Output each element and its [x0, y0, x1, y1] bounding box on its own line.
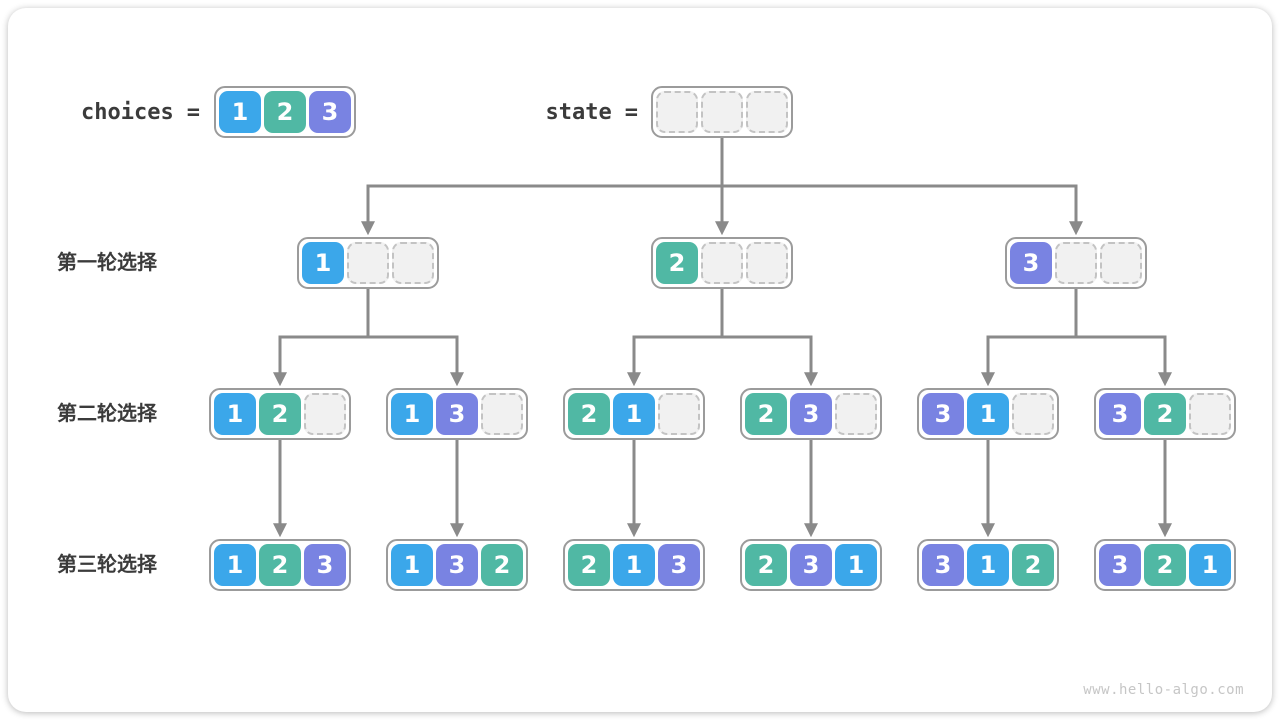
cell-value-1: 1 [302, 242, 344, 284]
cell-value-3: 3 [790, 544, 832, 586]
cell-value-3: 3 [304, 544, 346, 586]
cell-empty [701, 91, 743, 133]
cell-value-2: 2 [259, 393, 301, 435]
site-watermark: www.hello-algo.com [1083, 682, 1244, 698]
round-2-label: 第二轮选择 [57, 403, 157, 425]
cell-value-1: 1 [391, 393, 433, 435]
round-1-label: 第一轮选择 [57, 252, 157, 274]
cell-empty [304, 393, 346, 435]
cell-value-3: 3 [436, 393, 478, 435]
state-node-r1-1: 1 [297, 237, 439, 289]
choices-equals-sign: = [186, 99, 200, 125]
cell-value-1: 1 [967, 393, 1009, 435]
cell-value-2: 2 [568, 544, 610, 586]
cell-value-3: 3 [1099, 544, 1141, 586]
state-equals-sign: = [624, 99, 638, 125]
cell-value-2: 2 [656, 242, 698, 284]
cell-value-2: 2 [1144, 544, 1186, 586]
cell-empty [835, 393, 877, 435]
cell-value-2: 2 [1012, 544, 1054, 586]
cell-value-1: 1 [613, 544, 655, 586]
cell-value-1: 1 [214, 544, 256, 586]
cell-value-3: 3 [436, 544, 478, 586]
cell-value-3: 3 [309, 91, 351, 133]
cell-empty [1100, 242, 1142, 284]
cell-empty [392, 242, 434, 284]
cell-value-2: 2 [568, 393, 610, 435]
cell-empty [347, 242, 389, 284]
state-node-r1-2: 2 [651, 237, 793, 289]
cell-value-2: 2 [481, 544, 523, 586]
cell-value-1: 1 [1189, 544, 1231, 586]
cell-value-3: 3 [922, 393, 964, 435]
cell-empty [746, 91, 788, 133]
choices-text: choices [81, 99, 174, 125]
state-array [651, 86, 793, 138]
cell-value-1: 1 [967, 544, 1009, 586]
cell-value-3: 3 [658, 544, 700, 586]
cell-value-1: 1 [219, 91, 261, 133]
state-node-r1-3: 3 [1005, 237, 1147, 289]
cell-value-1: 1 [391, 544, 433, 586]
cell-value-3: 3 [790, 393, 832, 435]
cell-value-1: 1 [214, 393, 256, 435]
cell-empty [1189, 393, 1231, 435]
cell-value-2: 2 [745, 393, 787, 435]
cell-value-1: 1 [613, 393, 655, 435]
cell-value-2: 2 [1144, 393, 1186, 435]
round-3-label: 第三轮选择 [57, 554, 157, 576]
cell-empty [701, 242, 743, 284]
cell-value-1: 1 [835, 544, 877, 586]
cell-value-2: 2 [264, 91, 306, 133]
cell-value-2: 2 [259, 544, 301, 586]
cell-value-3: 3 [1099, 393, 1141, 435]
cell-empty [1012, 393, 1054, 435]
cell-value-3: 3 [1010, 242, 1052, 284]
cell-empty [658, 393, 700, 435]
cell-empty [656, 91, 698, 133]
state-label: state = [470, 86, 638, 138]
cell-value-3: 3 [922, 544, 964, 586]
cell-empty [746, 242, 788, 284]
choices-label: choices = [40, 86, 200, 138]
cell-empty [1055, 242, 1097, 284]
cell-value-2: 2 [745, 544, 787, 586]
cell-empty [481, 393, 523, 435]
state-text: state [545, 99, 612, 125]
